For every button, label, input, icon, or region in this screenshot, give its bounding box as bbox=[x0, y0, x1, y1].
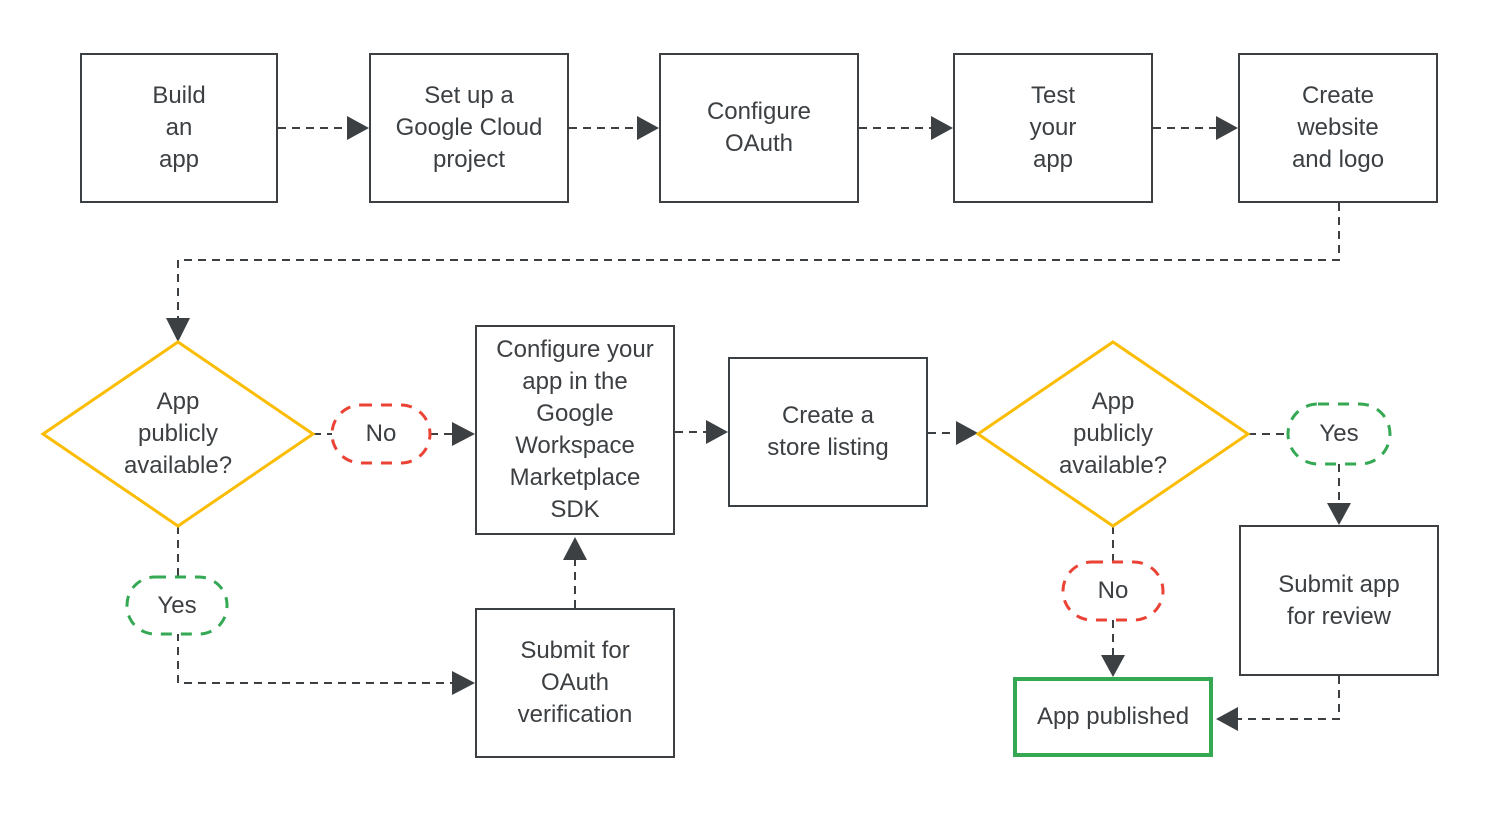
arrowhead-sdk-to-store bbox=[706, 420, 728, 444]
arrowhead-setup-to-oauth bbox=[637, 116, 659, 140]
decision-right: App publicly available? bbox=[1013, 387, 1213, 481]
terminal-box-app-published: App published bbox=[1013, 677, 1213, 757]
yes-badge-left-label: Yes bbox=[157, 591, 197, 619]
process-label-build-app: Build an app bbox=[152, 82, 206, 173]
no-badge-right-shape bbox=[1061, 560, 1165, 622]
no-badge-right: No bbox=[1063, 562, 1163, 620]
process-box-setup-project: Set up a Google Cloud project bbox=[369, 53, 569, 203]
no-badge-left-label: No bbox=[365, 420, 397, 447]
arrowhead-no-to-published bbox=[1101, 655, 1125, 677]
process-label-configure-oauth: Configure OAuth bbox=[706, 98, 812, 157]
connector-review-to-published bbox=[1238, 676, 1340, 720]
decision-right-label: App publicly available? bbox=[1058, 388, 1168, 479]
process-label-setup-project: Set up a Google Cloud project bbox=[395, 82, 543, 173]
arrowhead-oauth-verification-to-sdk bbox=[563, 537, 587, 560]
no-badge-left-shape bbox=[330, 403, 432, 465]
process-label-submit-oauth: Submit for OAuth verification bbox=[517, 637, 633, 728]
process-box-build-app: Build an app bbox=[80, 53, 278, 203]
yes-badge-left: Yes bbox=[127, 577, 227, 634]
process-box-configure-sdk: Configure your app in the Google Workspa… bbox=[475, 325, 675, 535]
process-label-submit-review: Submit app for review bbox=[1278, 570, 1400, 630]
connector-website-to-decision-left bbox=[177, 203, 1340, 318]
process-box-store-listing: Create a store listing bbox=[728, 357, 928, 507]
decision-left-label: App publicly available? bbox=[123, 388, 233, 479]
process-box-create-website: Create website and logo bbox=[1238, 53, 1438, 203]
yes-badge-right-shape bbox=[1286, 402, 1392, 466]
process-label-store-listing: Create a store listing bbox=[767, 402, 889, 461]
arrowhead-oauth-to-test bbox=[931, 116, 953, 140]
process-label-create-website: Create website and logo bbox=[1291, 82, 1385, 173]
decision-diamond-right bbox=[975, 340, 1251, 528]
arrowhead-yes-to-oauth-verification bbox=[452, 671, 475, 695]
arrowhead-website-to-decision-left bbox=[166, 318, 190, 342]
process-label-test-app: Test your app bbox=[1029, 82, 1077, 173]
yes-badge-right-label: Yes bbox=[1319, 420, 1359, 447]
decision-left: App publicly available? bbox=[78, 387, 278, 481]
arrowhead-no-to-sdk bbox=[452, 422, 475, 446]
no-badge-left: No bbox=[332, 405, 430, 463]
arrowhead-review-to-published bbox=[1216, 707, 1238, 731]
process-box-configure-oauth: Configure OAuth bbox=[659, 53, 859, 203]
decision-diamond-left bbox=[40, 340, 316, 528]
connector-yes-to-oauth-verification bbox=[177, 633, 452, 684]
yes-badge-right: Yes bbox=[1288, 404, 1390, 464]
no-badge-right-label: No bbox=[1097, 577, 1129, 604]
process-label-configure-sdk: Configure your app in the Google Workspa… bbox=[496, 336, 654, 523]
terminal-label-app-published: App published bbox=[1036, 703, 1190, 730]
arrowhead-yes-to-review bbox=[1327, 503, 1351, 525]
process-box-test-app: Test your app bbox=[953, 53, 1153, 203]
yes-badge-left-shape bbox=[125, 575, 229, 636]
process-box-submit-review: Submit app for review bbox=[1239, 525, 1439, 676]
process-box-submit-oauth: Submit for OAuth verification bbox=[475, 608, 675, 758]
arrowhead-build-to-setup bbox=[347, 116, 369, 140]
arrowhead-test-to-website bbox=[1216, 116, 1238, 140]
arrowhead-store-to-decision-right bbox=[956, 421, 978, 445]
